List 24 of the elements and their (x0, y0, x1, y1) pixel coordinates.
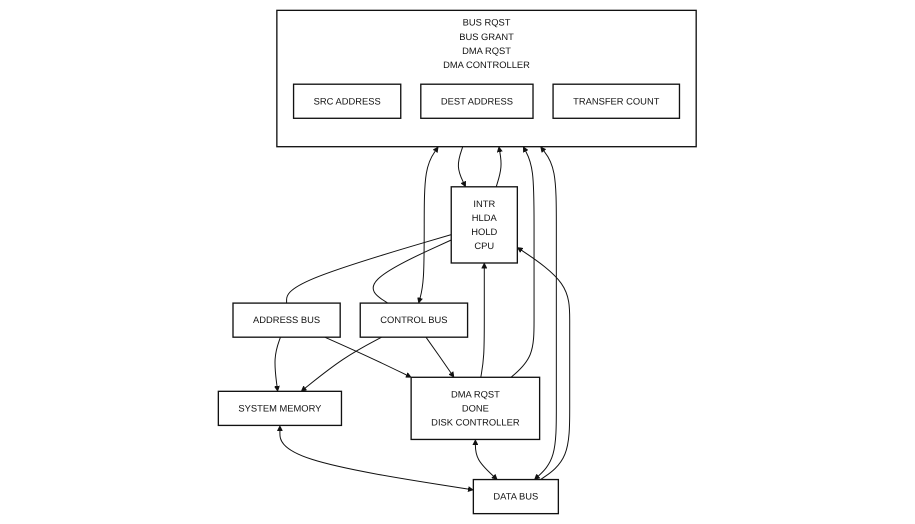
arrow (480, 262, 488, 378)
node-box: CONTROL BUS (360, 302, 468, 338)
arrow (301, 336, 382, 392)
arrow (277, 425, 474, 492)
arrow (472, 439, 498, 480)
arrow (426, 336, 454, 378)
arrow (324, 336, 412, 378)
arrow (417, 146, 439, 304)
node-box: DEST ADDRESS (420, 84, 534, 119)
arrow (496, 146, 503, 187)
connector (372, 240, 452, 304)
arrow (458, 146, 466, 188)
node-box: TRANSFER COUNT (552, 84, 680, 119)
node-box: ADDRESS BUS (232, 302, 342, 338)
arrow (517, 247, 570, 480)
node-box: DMA RQST DONE DISK CONTROLLER (410, 376, 541, 440)
node-box: DATA BUS (472, 478, 560, 514)
node-box: SYSTEM MEMORY (218, 390, 342, 426)
arrow (274, 337, 282, 392)
arrow (510, 146, 535, 378)
arrow (534, 146, 558, 480)
node-box: INTR HLDA HOLD CPU (450, 186, 518, 264)
connector (286, 234, 452, 304)
node-box: SRC ADDRESS (293, 84, 402, 119)
